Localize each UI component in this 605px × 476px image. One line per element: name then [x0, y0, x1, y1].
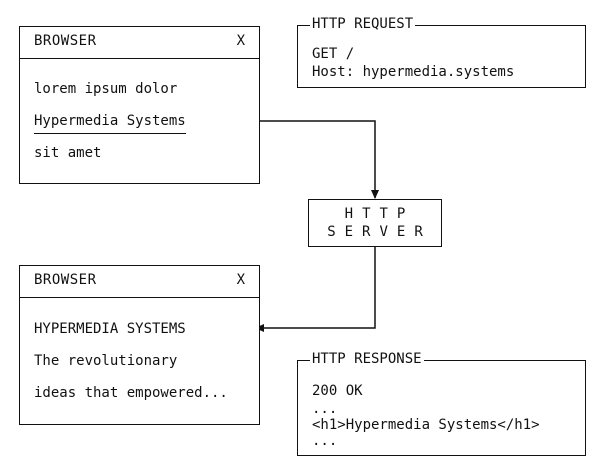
http-request-box: HTTP REQUEST GET / Host: hypermedia.syst…	[297, 16, 586, 88]
browser-window-2: BROWSER X HYPERMEDIA SYSTEMS The revolut…	[19, 265, 260, 425]
http-server-box: HTTP SERVER	[308, 199, 442, 247]
content-line: lorem ipsum dolor	[34, 81, 178, 97]
server-label-line-2: SERVER	[327, 224, 432, 240]
http-request-label: HTTP REQUEST	[310, 16, 416, 32]
content-line: The revolutionary	[34, 353, 178, 369]
browser-title: BROWSER	[34, 272, 97, 288]
response-arrow	[255, 247, 376, 332]
content-line: ideas that empowered...	[34, 385, 228, 401]
close-icon[interactable]: X	[236, 33, 245, 49]
title-bar-divider	[20, 297, 259, 298]
request-line: GET /	[312, 46, 355, 62]
request-arrow	[216, 120, 379, 199]
request-line: Host: hypermedia.systems	[312, 64, 515, 80]
browser-window-1: BROWSER X lorem ipsum dolor Hypermedia S…	[19, 26, 260, 184]
response-line: 200 OK	[312, 383, 363, 399]
page-heading: HYPERMEDIA SYSTEMS	[34, 321, 186, 337]
server-label-line-1: HTTP	[344, 206, 415, 222]
http-response-box: HTTP RESPONSE 200 OK ... <h1>Hypermedia …	[297, 351, 586, 456]
response-line: ...	[312, 401, 338, 417]
browser-title: BROWSER	[34, 33, 97, 49]
hypermedia-systems-link[interactable]: Hypermedia Systems	[34, 113, 186, 134]
close-icon[interactable]: X	[236, 272, 245, 288]
content-line: sit amet	[34, 145, 102, 161]
title-bar-divider	[20, 58, 259, 59]
response-line: ...	[312, 433, 338, 449]
http-response-label: HTTP RESPONSE	[310, 351, 424, 367]
response-line: <h1>Hypermedia Systems</h1>	[312, 417, 540, 433]
